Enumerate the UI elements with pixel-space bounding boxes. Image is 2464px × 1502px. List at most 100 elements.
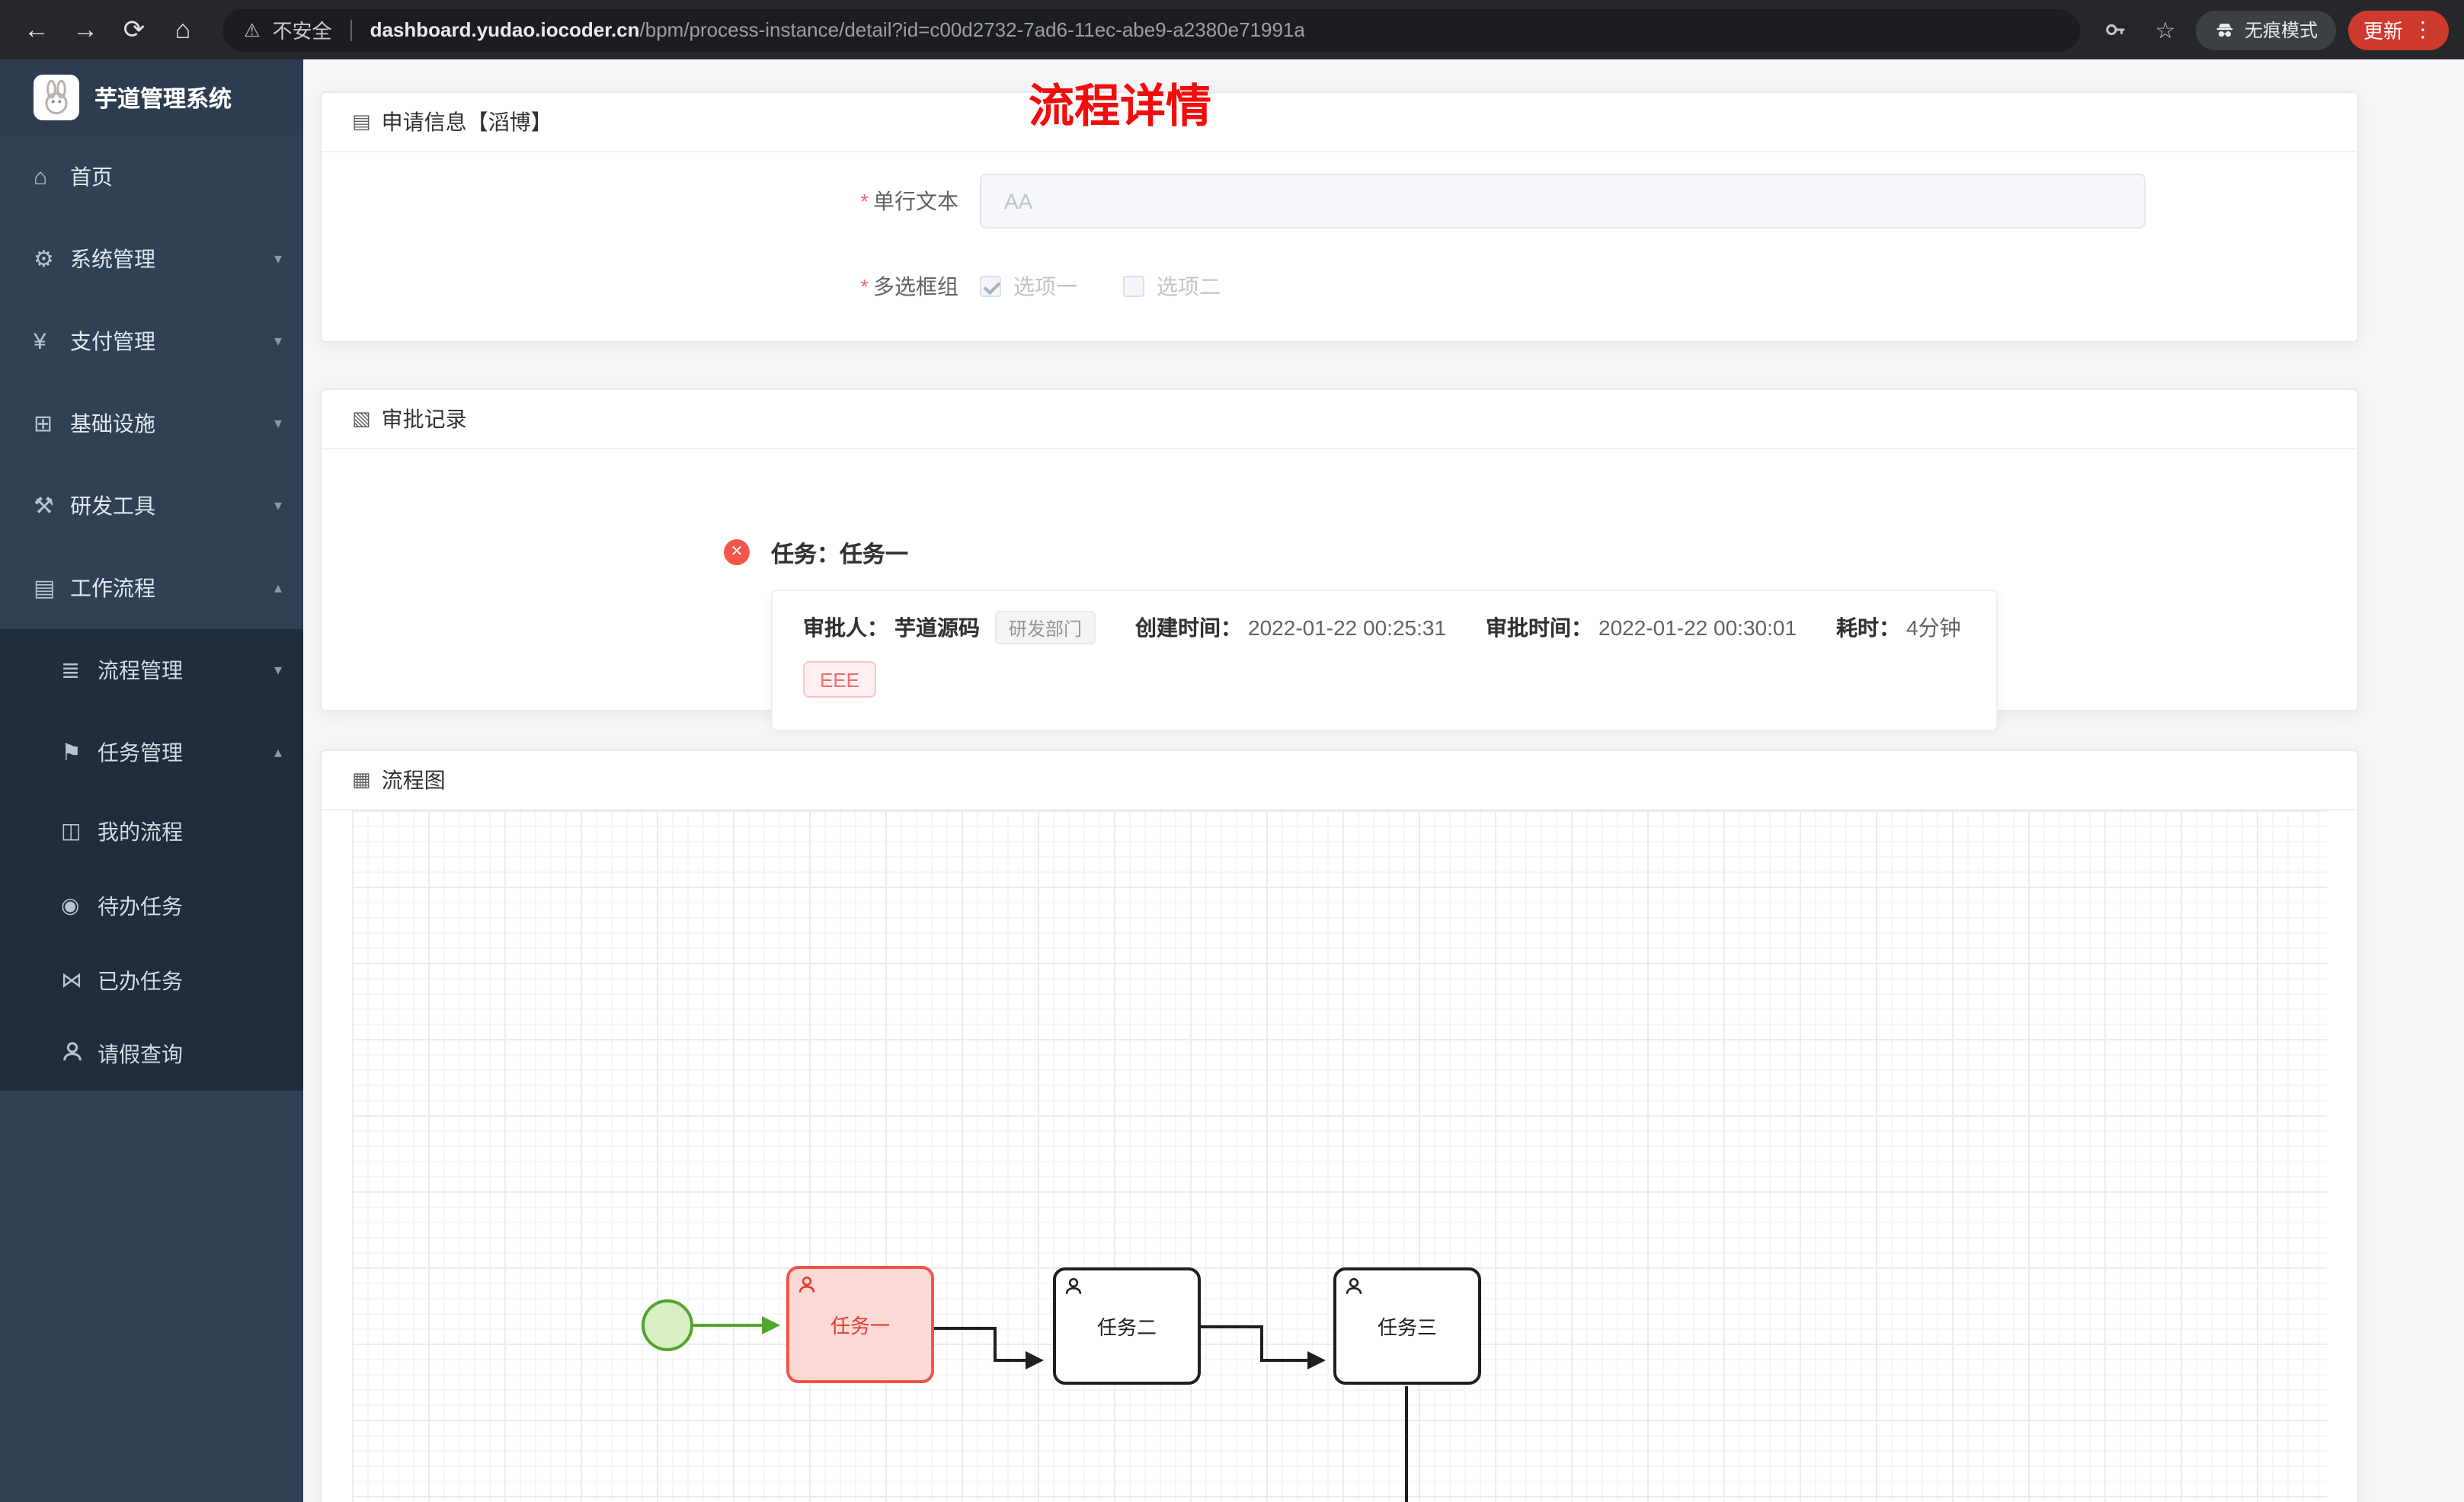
bookmark-star-icon[interactable]: ☆ xyxy=(2155,18,2176,43)
approval-record-card: ▧ 审批记录 ✕ 任务：任务一 审批人： 芋道源码 研发部门 创建时间： xyxy=(320,388,2359,731)
create-time-group: 创建时间： 2022-01-22 00:25:31 xyxy=(1135,615,1447,640)
checkbox-option-2[interactable]: 选项二 xyxy=(1123,271,1221,302)
menu-label: 待办任务 xyxy=(98,893,183,918)
menu-label: 首页 xyxy=(70,165,113,189)
app-title: 芋道管理系统 xyxy=(94,86,232,112)
task-title: 任务：任务一 xyxy=(771,542,909,568)
menu-label: 工作流程 xyxy=(70,576,155,600)
sidebar-item-todo-tasks[interactable]: ◉ 待办任务 xyxy=(0,868,303,943)
sidebar-item-workflow[interactable]: ▤ 工作流程 ▴ xyxy=(0,547,303,629)
checkbox-checked-icon[interactable] xyxy=(980,276,1001,297)
bpmn-task-label: 任务二 xyxy=(1096,1316,1157,1339)
menu-dots-icon[interactable]: ⋮ xyxy=(2412,17,2434,41)
eye-icon: ◉ xyxy=(61,893,80,917)
security-label[interactable]: 不安全 xyxy=(272,20,332,43)
sidebar-item-done-tasks[interactable]: ⋈ 已办任务 xyxy=(0,943,303,1018)
duration-group: 耗时： 4分钟 xyxy=(1836,612,1961,643)
checkbox-option-1[interactable]: 选项一 xyxy=(980,271,1077,302)
home-icon[interactable]: ⌂ xyxy=(174,14,191,43)
address-bar[interactable]: ⚠ 不安全 dashboard.yudao.iocoder.cn/bpm/pro… xyxy=(222,8,2080,51)
sidebar-item-system-mgmt[interactable]: ⚙ 系统管理 ▾ xyxy=(0,218,303,300)
approval-card-title: 审批记录 xyxy=(381,407,467,431)
url-text: dashboard.yudao.iocoder.cn/bpm/process-i… xyxy=(370,18,1305,41)
apply-card-header: ▤ 申请信息【滔博】 xyxy=(322,93,2357,152)
sidebar-item-my-process[interactable]: ◫ 我的流程 xyxy=(0,794,303,868)
update-button[interactable]: 更新 ⋮ xyxy=(2347,10,2449,50)
app-logo[interactable]: 芋道管理系统 xyxy=(0,59,303,136)
tools-icon: ⚒ xyxy=(34,494,54,519)
address-separator xyxy=(350,19,352,40)
menu-label: 系统管理 xyxy=(70,247,155,271)
sidebar-item-dev-tools[interactable]: ⚒ 研发工具 ▾ xyxy=(0,465,303,547)
apply-info-card: ▤ 申请信息【滔博】 *单行文本 *多选框组 xyxy=(320,91,2359,343)
checkbox-unchecked-icon[interactable] xyxy=(1123,276,1144,297)
department-tag: 研发部门 xyxy=(995,611,1096,644)
chevron-up-icon: ▴ xyxy=(274,580,282,596)
gear-icon: ⚙ xyxy=(34,247,54,273)
sidebar-item-home[interactable]: ⌂ 首页 xyxy=(0,136,303,218)
menu-label: 基础设施 xyxy=(70,411,155,436)
sidebar-item-leave-query[interactable]: 请假查询 xyxy=(0,1018,303,1091)
checkbox-group: 选项一 选项二 xyxy=(980,271,1221,302)
yen-icon: ¥ xyxy=(34,328,46,354)
back-icon[interactable]: ← xyxy=(24,14,50,43)
bpmn-start-event[interactable] xyxy=(642,1299,693,1351)
chevron-down-icon: ▾ xyxy=(274,662,282,679)
incognito-label: 无痕模式 xyxy=(2244,20,2318,41)
home-menu-icon: ⌂ xyxy=(34,164,48,190)
user-task-icon xyxy=(1344,1277,1364,1296)
bpmn-task-2[interactable]: 任务二 xyxy=(1053,1267,1201,1385)
bpmn-task-3[interactable]: 任务三 xyxy=(1333,1267,1481,1385)
menu-label: 已办任务 xyxy=(98,968,183,992)
chevron-down-icon: ▾ xyxy=(274,251,282,267)
required-mark: * xyxy=(860,274,869,299)
forward-icon[interactable]: → xyxy=(72,14,98,43)
monitor-icon: ◫ xyxy=(61,818,82,842)
not-secure-warning-icon: ⚠ xyxy=(244,19,261,40)
record-icon: ▧ xyxy=(352,407,371,430)
checkbox-field-row: *多选框组 选项一 选项二 xyxy=(322,259,2357,314)
diagram-card-header: ▦ 流程图 xyxy=(322,751,2357,810)
required-mark: * xyxy=(860,189,869,213)
menu-label: 任务管理 xyxy=(98,740,183,765)
menu-label: 我的流程 xyxy=(98,819,183,843)
rejected-status-icon: ✕ xyxy=(724,539,750,565)
bpmn-task-label: 任务三 xyxy=(1377,1316,1437,1339)
menu-label: 研发工具 xyxy=(70,494,155,518)
page-title: 流程详情 xyxy=(1029,82,1211,133)
browser-toolbar: ← → ⟳ ⌂ ⚠ 不安全 dashboard.yudao.iocoder.cn… xyxy=(0,0,2464,59)
bpmn-canvas[interactable]: 任务一 任务二 任务三 xyxy=(352,810,2327,1502)
create-time-value: 2022-01-22 00:25:31 xyxy=(1248,615,1447,640)
sidebar-item-task-mgmt[interactable]: ⚑ 任务管理 ▴ xyxy=(0,711,303,794)
grid-icon: ⊞ xyxy=(34,411,53,437)
incognito-badge: 无痕模式 xyxy=(2195,10,2336,50)
logo-avatar xyxy=(34,75,79,120)
bpmn-task-1[interactable]: 任务一 xyxy=(786,1266,934,1383)
approver-name: 芋道源码 xyxy=(894,615,980,640)
sidebar-item-payment-mgmt[interactable]: ¥ 支付管理 ▾ xyxy=(0,300,303,382)
main-content: 流程详情 ▤ 申请信息【滔博】 *单行文本 *多选框组 xyxy=(303,59,2464,1502)
sidebar-item-process-mgmt[interactable]: ≣ 流程管理 ▾ xyxy=(0,629,303,711)
url-path: /bpm/process-instance/detail?id=c00d2732… xyxy=(639,18,1305,41)
url-host: dashboard.yudao.iocoder.cn xyxy=(370,18,640,41)
briefcase-icon: ▤ xyxy=(34,576,56,602)
reload-icon[interactable]: ⟳ xyxy=(123,14,146,43)
diagram-icon: ▦ xyxy=(352,768,371,791)
approval-card-header: ▧ 审批记录 xyxy=(322,390,2357,449)
document-icon: ▤ xyxy=(352,110,371,133)
checkbox-label: 选项二 xyxy=(1157,274,1221,299)
duration-value: 4分钟 xyxy=(1906,615,1961,640)
chevron-down-icon: ▾ xyxy=(274,415,282,432)
approver-group: 审批人： 芋道源码 研发部门 xyxy=(803,611,1096,644)
sidebar-item-infrastructure[interactable]: ⊞ 基础设施 ▾ xyxy=(0,382,303,465)
workflow-submenu: ≣ 流程管理 ▾ ⚑ 任务管理 ▴ ◫ 我的流程 ◉ 待办任务 ⋈ 已办任务 xyxy=(0,629,303,1091)
apply-card-title: 申请信息【滔博】 xyxy=(381,110,552,134)
diagram-card-title: 流程图 xyxy=(381,768,446,792)
toolbar-right: ☆ 无痕模式 更新 ⋮ xyxy=(2098,10,2449,50)
approve-time-group: 审批时间： 2022-01-22 00:30:01 xyxy=(1486,615,1797,640)
single-line-text-input[interactable] xyxy=(980,174,2146,228)
list-icon: ≣ xyxy=(61,658,81,684)
menu-label: 支付管理 xyxy=(70,329,155,353)
password-key-icon[interactable] xyxy=(2098,11,2135,48)
